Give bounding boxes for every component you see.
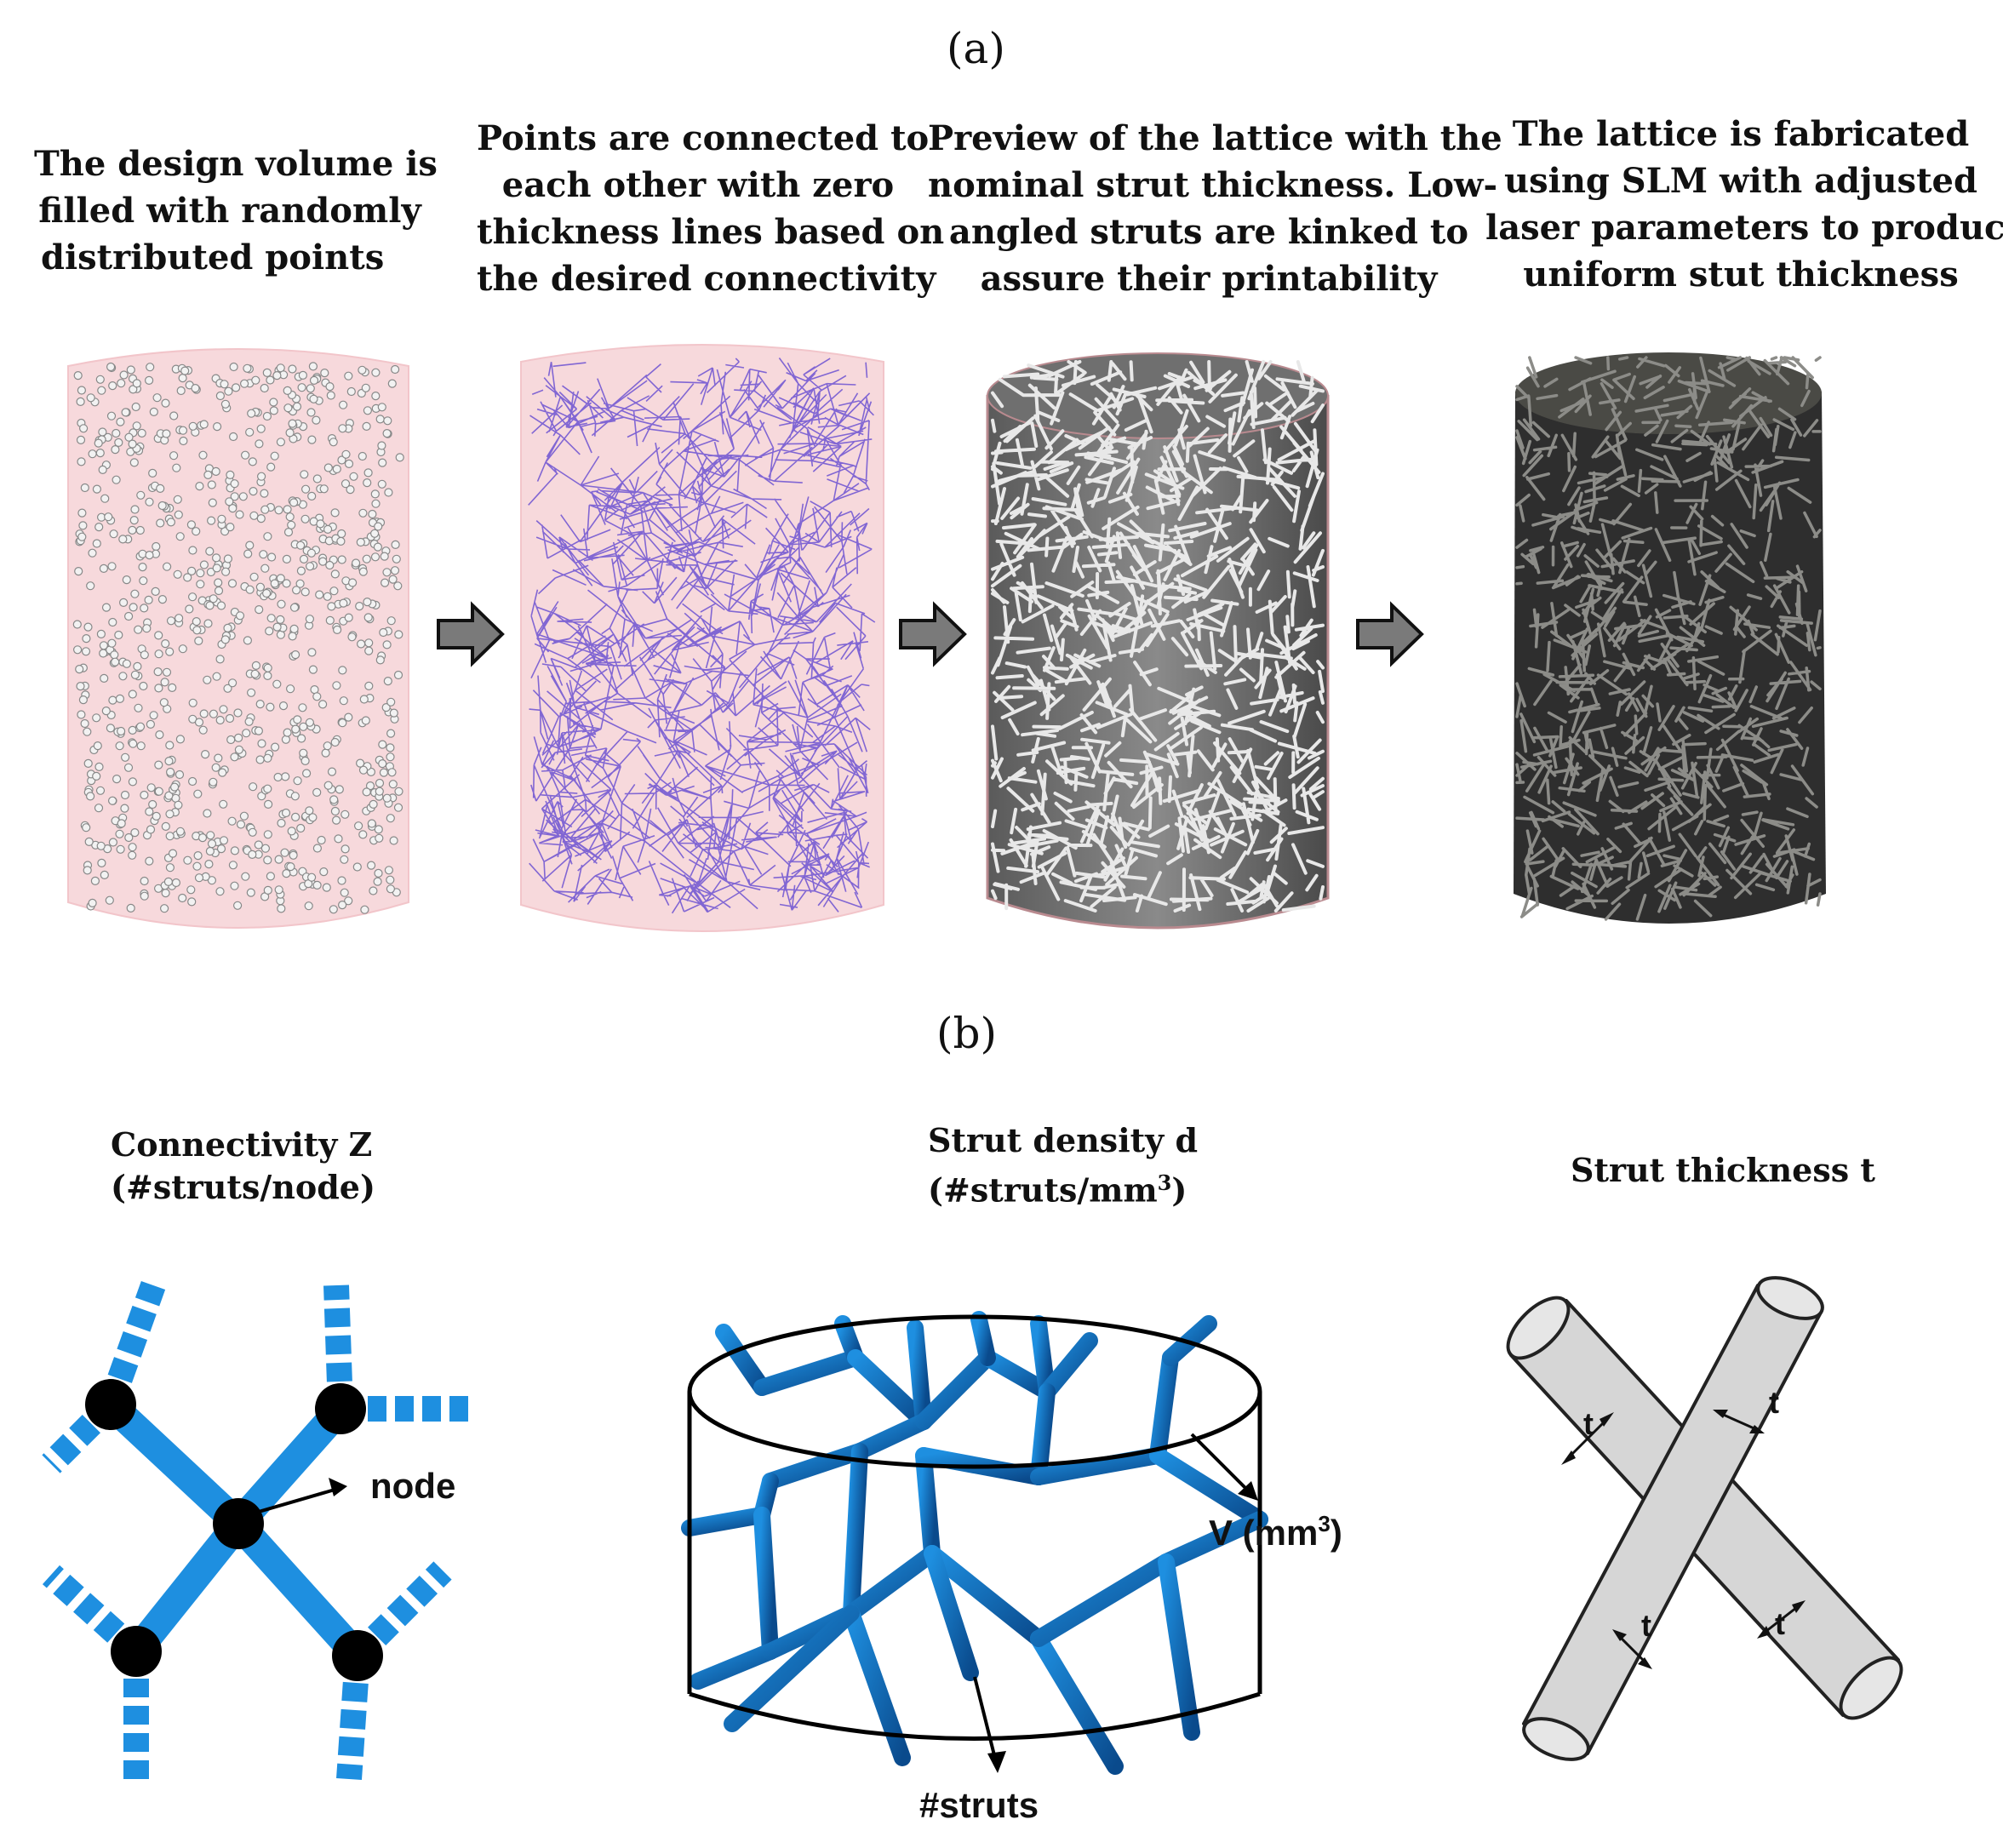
t-label-4: t [1775,1606,1785,1641]
step-1-line-3: distributed points [41,237,385,277]
node-label: node [370,1466,455,1506]
zero-thickness-lines [528,358,876,914]
step-2-line-2: each other with zero [501,165,895,205]
random-points [72,362,404,914]
thickness-title: Strut thickness t [1571,1149,1875,1192]
step-text-4: The lattice is fabricated using SLM with… [1485,111,2003,298]
points-volume [67,348,409,929]
step-3-line-4: assure their printability [980,259,1438,299]
printed-part [1514,352,1826,924]
step-4-line-1: The lattice is fabricated [1512,114,1970,154]
t-label-1: t [1583,1406,1594,1441]
step-3-line-1: Preview of the lattice with the [928,118,1502,158]
step-1-line-1: The design volume is [34,144,438,184]
right-arrow-icon [899,601,967,667]
volume-label-suffix: ) [1331,1513,1342,1553]
density-title-line-1: Strut density d [928,1121,1199,1159]
density-title-suffix: ) [1171,1170,1187,1210]
panel-label-a: (a) [947,24,1005,73]
density-diagram: V (mm3) #struts [681,1311,1342,1825]
thickness-title-line-1: Strut thickness t [1571,1151,1875,1189]
step-text-3: Preview of the lattice with the nominal … [928,115,1502,302]
connectivity-title-line-1: Connectivity Z [111,1125,373,1164]
step-3-line-3: angled struts are kinked to [948,212,1469,252]
volume-label-sup: 3 [1318,1511,1330,1536]
right-arrow-icon [1356,601,1424,667]
step-4-line-3: laser parameters to produce [1485,208,2003,248]
step-3-line-2: nominal strut thickness. Low- [928,165,1498,205]
step-4-line-4: uniform stut thickness [1523,255,1959,295]
printed-struts [1515,356,1822,921]
wire-cylinder [520,344,884,932]
step-text-2: Points are connected to each other with … [477,115,945,302]
density-title-sup: 3 [1157,1170,1172,1195]
connectivity-title-line-2: (#struts/node) [111,1168,375,1206]
right-arrow-icon [437,601,505,667]
density-title-prefix: (#struts/mm [928,1170,1158,1210]
volume-label-prefix: V (mm [1209,1513,1318,1553]
t-label-2: t [1769,1385,1779,1420]
step-2-line-4: the desired connectivity [477,259,936,299]
step-4-line-2: using SLM with adjusted [1504,161,1977,201]
step-1-line-2: filled with randomly [38,191,421,231]
panel-label-b: (b) [936,1009,998,1058]
connectivity-diagram: node [42,1280,468,1781]
lattice-preview-cylinder [986,352,1330,930]
t-label-3: t [1641,1608,1651,1643]
points-cylinder [67,348,409,929]
step-2-line-3: thickness lines based on [477,212,945,252]
step-2-line-1: Points are connected to [477,118,930,158]
connectivity-title: Connectivity Z (#struts/node) [111,1124,375,1209]
thickness-diagram: t t t t [1506,1276,1903,1761]
step-text-1: The design volume is filled with randoml… [34,140,438,281]
volume-label: V (mm3) [1209,1511,1342,1553]
density-title: Strut density d (#struts/mm3) [928,1119,1198,1212]
lattice-struts [991,360,1325,913]
struts-label: #struts [919,1785,1039,1825]
density-title-line-2: (#struts/mm3) [928,1162,1198,1212]
